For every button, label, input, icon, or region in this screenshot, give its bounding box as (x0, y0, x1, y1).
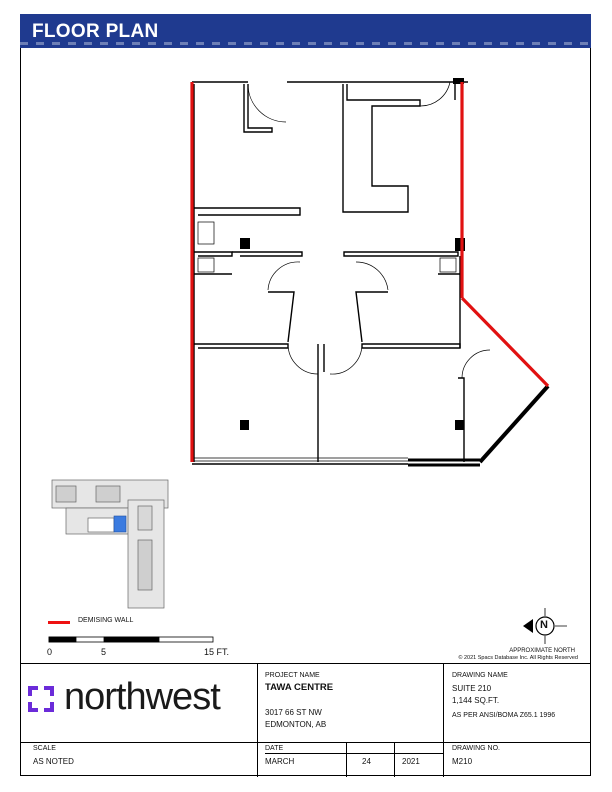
copyright-text: © 2021 Spacs Database Inc. All Rights Re… (458, 655, 578, 661)
project-name-label: PROJECT NAME (265, 672, 320, 679)
drawing-standard: AS PER ANSI/BOMA Z65.1 1996 (452, 712, 556, 719)
project-name: TAWA CENTRE (265, 682, 334, 693)
drawing-suite: SUITE 210 (452, 684, 492, 693)
door-swing (329, 343, 363, 375)
door-swing (461, 349, 491, 379)
column (455, 420, 464, 430)
date-year: 2021 (402, 757, 420, 766)
scale-title-label: SCALE (33, 745, 56, 752)
date-label: DATE (265, 745, 284, 752)
date-day: 24 (362, 757, 371, 766)
interior-wall (232, 251, 303, 257)
interior-wall (268, 291, 295, 343)
logo-wordmark: northwest (64, 676, 221, 718)
washroom-fixture (197, 221, 215, 245)
drawing-no-label: DRAWING NO. (452, 745, 500, 752)
door-swing (419, 81, 451, 107)
north-letter: N (540, 619, 548, 631)
door-swing (355, 261, 389, 291)
scale-label-0: 0 (47, 647, 53, 657)
window-wall (194, 457, 408, 462)
project-address-1: 3017 66 ST NW (265, 708, 322, 717)
interior-wall (194, 343, 289, 349)
door-swing (267, 261, 301, 291)
demising-wall-angled (460, 296, 550, 388)
wall-end (453, 78, 464, 84)
scale-value: AS NOTED (33, 757, 74, 766)
interior-wall (458, 377, 465, 462)
drawing-area: 1,144 SQ.FT. (452, 696, 500, 705)
angled-wall (478, 384, 550, 464)
scale-bar (48, 636, 214, 643)
interior-wall (194, 207, 301, 216)
floor-plan-drawing (48, 78, 567, 644)
date-month: MARCH (265, 757, 295, 766)
door-swing (247, 83, 287, 123)
sink (197, 257, 215, 273)
demising-wall-swatch (48, 621, 70, 624)
north-arrow (523, 608, 567, 644)
door-swing (287, 343, 319, 375)
interior-wall (355, 291, 388, 343)
scale-label-15: 15 FT. (204, 647, 230, 657)
demising-wall-label: DEMISING WALL (78, 617, 134, 624)
column (240, 238, 250, 249)
interior-wall (317, 344, 325, 462)
drawing-no: M210 (452, 757, 473, 766)
page-title: FLOOR PLAN (32, 21, 159, 42)
title-block: northwest PROJECT NAME TAWA CENTRE 3017 … (20, 663, 591, 777)
project-address-2: EDMONTON, AB (265, 720, 327, 729)
drawing-name-label: DRAWING NAME (452, 672, 508, 679)
window-wall (408, 458, 480, 467)
interior-wall (343, 251, 459, 257)
north-label: APPROXIMATE NORTH (509, 648, 575, 654)
scale-label-5: 5 (101, 647, 107, 657)
key-plan-highlight (113, 515, 127, 533)
interior-wall (194, 251, 233, 257)
column (455, 238, 465, 251)
interior-wall (243, 84, 273, 133)
interior-wall (361, 343, 461, 349)
banner-stripe (20, 42, 591, 45)
sink (439, 257, 457, 273)
column (240, 420, 249, 430)
northwest-logo-icon (28, 686, 54, 712)
header-banner: FLOOR PLAN (20, 14, 591, 48)
interior-wall (342, 84, 421, 213)
key-plan (51, 479, 169, 609)
